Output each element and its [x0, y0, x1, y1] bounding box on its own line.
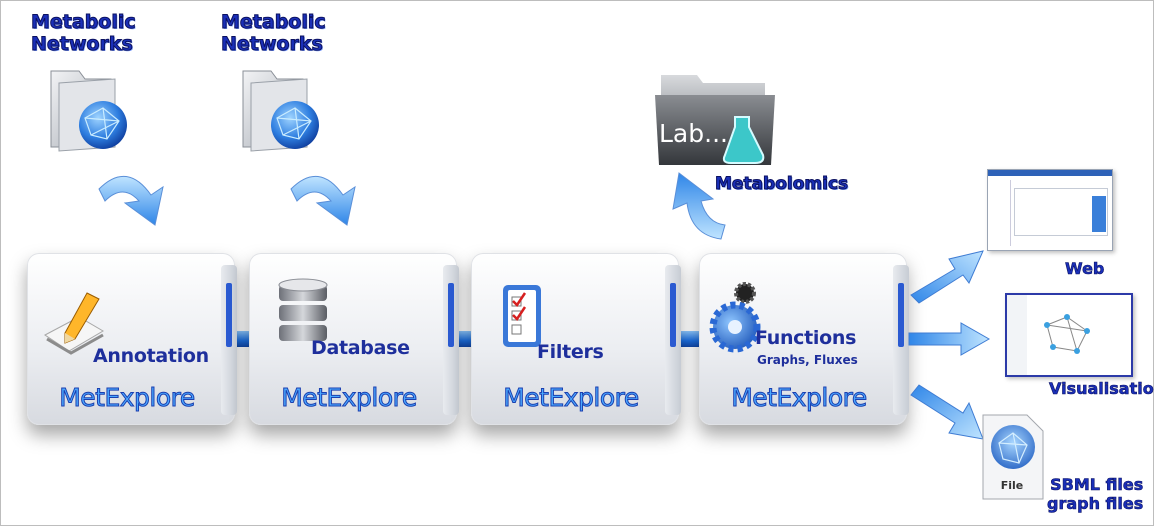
file-icon-text: File: [1000, 479, 1024, 492]
module-filters: Filters MetExplore: [471, 253, 681, 425]
web-thumbnail-table: [1014, 188, 1108, 236]
web-label: Web: [1065, 259, 1105, 279]
lab-folder-icon: Lab...: [653, 69, 777, 169]
network-folder-icon: [242, 70, 319, 152]
web-thumbnail-column: [1092, 196, 1106, 232]
arrow-up-right-icon: [910, 250, 984, 304]
network-folder-icon: [50, 70, 127, 152]
module-side: [665, 265, 681, 415]
lab-folder-text: Lab...: [659, 119, 728, 148]
input-heading-2: Metabolic Networks: [221, 11, 327, 56]
web-thumbnail-header: [988, 170, 1112, 176]
file-icon: File: [979, 413, 1045, 501]
curved-arrow-icon: [672, 172, 726, 240]
files-label-line2: graph files: [1047, 494, 1144, 514]
network-graph-icon: [1007, 295, 1090, 375]
module-side: [443, 265, 459, 415]
module-database: Database MetExplore: [249, 253, 459, 425]
module-caption: Filters: [537, 341, 604, 363]
module-label: MetExplore: [503, 383, 640, 413]
module-subcaption: Graphs, Fluxes: [757, 353, 858, 367]
module-caption: Functions: [755, 327, 857, 349]
files-label: SBML files graph files: [1047, 475, 1144, 514]
files-label-line1: SBML files: [1050, 475, 1144, 495]
metabolomics-label: Metabolomics: [714, 174, 849, 195]
module-functions: Functions Graphs, Fluxes MetExplore: [699, 253, 909, 425]
checklist-icon: [503, 285, 541, 347]
module-label: MetExplore: [731, 383, 868, 413]
pencil-icon: [44, 292, 104, 355]
web-thumbnail-sidebar: [990, 180, 1011, 246]
input-heading-1: Metabolic Networks: [31, 11, 137, 56]
module-side: [893, 265, 909, 415]
arrow-right-icon: [908, 322, 991, 356]
arrow-down-right-icon: [910, 384, 984, 440]
gear-icon: [709, 282, 761, 353]
curved-arrow-icon: [290, 175, 356, 226]
curved-arrow-icon: [98, 175, 164, 226]
module-annotation: Annotation MetExplore: [27, 253, 237, 425]
module-caption: Annotation: [93, 345, 209, 367]
web-thumbnail: [987, 169, 1113, 251]
module-caption: Database: [311, 337, 410, 359]
module-label: MetExplore: [59, 383, 196, 413]
module-label: MetExplore: [281, 383, 418, 413]
module-side: [221, 265, 237, 415]
visualisation-label: Visualisation: [1049, 379, 1154, 399]
database-icon: [278, 278, 328, 341]
visualisation-thumbnail: [1005, 293, 1133, 377]
